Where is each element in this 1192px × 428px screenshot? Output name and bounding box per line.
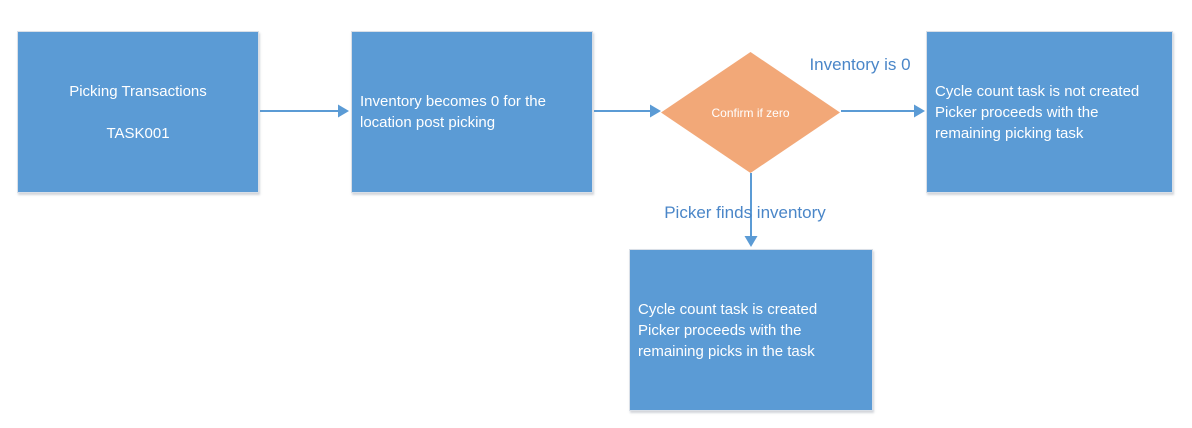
edge-label-inventory-is-0: Inventory is 0 [809,55,911,74]
arrow-confirm-to-created [744,173,758,247]
node-text-line: Cycle count task is not created [935,82,1140,100]
node-text-line: Picking Transactions [69,82,207,100]
node-text-line: Picker proceeds with the [935,103,1099,121]
flow-node-cycle-count-not-created: Cycle count task is not created Picker p… [926,31,1173,193]
node-text-line: TASK001 [106,124,170,142]
node-text-line: remaining picks in the task [638,342,815,360]
decision-label: Confirm if zero [711,105,790,120]
arrow-picking-to-inventory-zero [260,104,349,118]
node-text-line: Inventory becomes 0 for the [360,93,546,110]
arrow-inventory-zero-to-confirm [594,104,661,118]
node-text-line: remaining picking task [935,124,1084,142]
node-text-line: Cycle count task is created [638,300,818,318]
edge-label-picker-finds-inventory: Picker finds inventory [664,203,826,222]
flow-node-picking-transactions: Picking Transactions TASK001 [17,31,259,193]
node-text-line: Picker proceeds with the [638,321,802,339]
flow-node-inventory-becomes-zero: Inventory becomes 0 for the location pos… [351,31,593,193]
node-text-line: location post picking [360,114,496,131]
arrow-confirm-to-not-created [841,104,925,118]
flow-node-cycle-count-created: Cycle count task is created Picker proce… [629,249,873,411]
